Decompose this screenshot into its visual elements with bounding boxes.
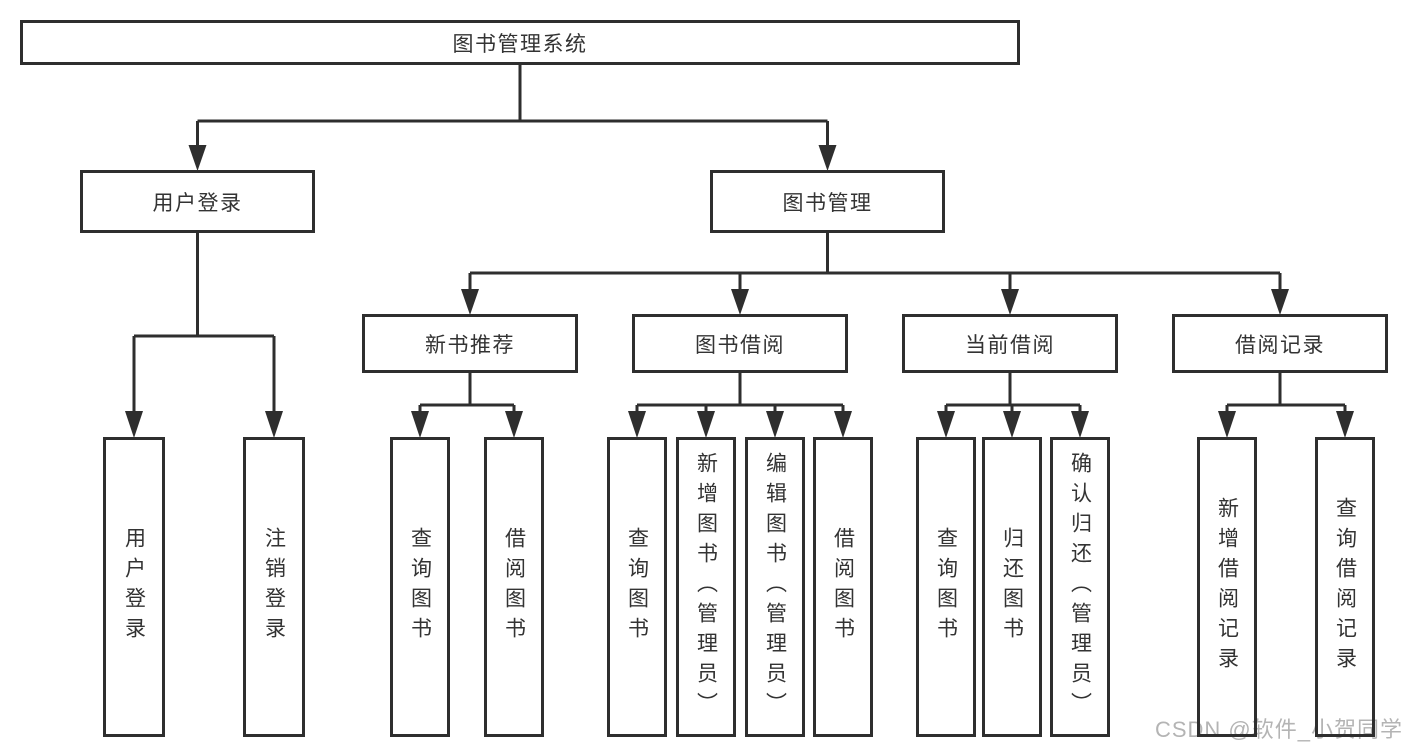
node-leaf-return-books: 归还图书 xyxy=(982,437,1042,737)
node-leaf-confirm-return-admin-label: 确认归还（管理员） xyxy=(1068,452,1092,722)
node-leaf-confirm-return-admin: 确认归还（管理员） xyxy=(1050,437,1110,737)
node-leaf-user-login-label: 用户登录 xyxy=(122,527,146,647)
node-leaf-borrow-books-2: 借阅图书 xyxy=(813,437,873,737)
node-leaf-query-books-2-label: 查询图书 xyxy=(625,527,649,647)
node-leaf-return-books-label: 归还图书 xyxy=(1000,527,1024,647)
node-book-borrowing: 图书借阅 xyxy=(632,314,848,373)
node-leaf-add-books-admin-label: 新增图书（管理员） xyxy=(694,452,718,722)
node-leaf-query-books-3-label: 查询图书 xyxy=(934,527,958,647)
node-leaf-edit-books-admin-label: 编辑图书（管理员） xyxy=(763,452,787,722)
node-leaf-add-borrow-record-label: 新增借阅记录 xyxy=(1215,497,1239,677)
node-leaf-add-books-admin: 新增图书（管理员） xyxy=(676,437,736,737)
node-leaf-query-borrow-record: 查询借阅记录 xyxy=(1315,437,1375,737)
node-new-book-recommend-label: 新书推荐 xyxy=(425,333,515,357)
node-book-management-label: 图书管理 xyxy=(782,191,873,215)
node-leaf-user-login: 用户登录 xyxy=(103,437,165,737)
node-leaf-query-books-2: 查询图书 xyxy=(607,437,667,737)
node-leaf-borrow-books-1: 借阅图书 xyxy=(484,437,544,737)
node-book-management: 图书管理 xyxy=(710,170,945,233)
node-user-login-label: 用户登录 xyxy=(152,191,243,215)
node-current-borrowing: 当前借阅 xyxy=(902,314,1118,373)
node-borrowing-records: 借阅记录 xyxy=(1172,314,1388,373)
node-current-borrowing-label: 当前借阅 xyxy=(965,333,1055,357)
node-leaf-borrow-books-1-label: 借阅图书 xyxy=(502,527,526,647)
node-borrowing-records-label: 借阅记录 xyxy=(1235,333,1325,357)
node-leaf-query-borrow-record-label: 查询借阅记录 xyxy=(1333,497,1357,677)
node-leaf-query-books-3: 查询图书 xyxy=(916,437,976,737)
node-user-login: 用户登录 xyxy=(80,170,315,233)
node-leaf-add-borrow-record: 新增借阅记录 xyxy=(1197,437,1257,737)
node-leaf-query-books-1: 查询图书 xyxy=(390,437,450,737)
node-leaf-logout: 注销登录 xyxy=(243,437,305,737)
node-leaf-edit-books-admin: 编辑图书（管理员） xyxy=(745,437,805,737)
node-leaf-query-books-1-label: 查询图书 xyxy=(408,527,432,647)
watermark: CSDN @软件_小贺同学 xyxy=(1154,717,1403,742)
node-library-system: 图书管理系统 xyxy=(20,20,1020,65)
node-book-borrowing-label: 图书借阅 xyxy=(695,333,785,357)
node-leaf-logout-label: 注销登录 xyxy=(262,527,286,647)
node-library-system-label: 图书管理系统 xyxy=(452,32,588,56)
node-new-book-recommend: 新书推荐 xyxy=(362,314,578,373)
node-leaf-borrow-books-2-label: 借阅图书 xyxy=(831,527,855,647)
